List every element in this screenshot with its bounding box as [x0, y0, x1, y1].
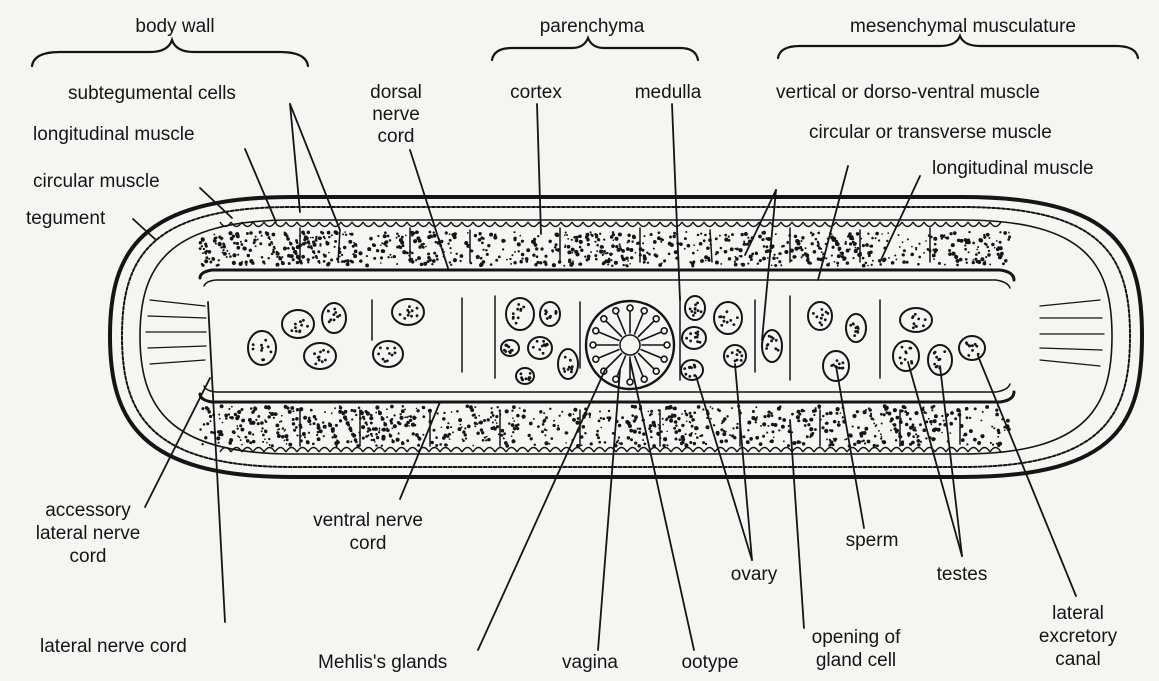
body-wall-bracket: [32, 40, 308, 66]
label-vertical-muscle: vertical or dorso-ventral muscle: [776, 82, 1040, 104]
label-opening-of-gland-cell-1: opening of: [812, 627, 901, 649]
body-outer-outline: [110, 197, 1142, 477]
label-ventral-nerve-cord-1: ventral nerve: [313, 510, 423, 532]
label-mehlis-glands: Mehlis's glands: [318, 652, 447, 674]
label-cortex: cortex: [510, 82, 562, 104]
label-tegument: tegument: [26, 208, 105, 230]
leader-lines: [133, 104, 1076, 650]
ventral-muscle-band: [200, 392, 1014, 402]
ventral-muscle-band-inner: [204, 384, 1010, 392]
label-vagina: vagina: [562, 652, 618, 674]
label-accessory-lateral-nerve-cord-2: lateral nerve: [36, 523, 141, 545]
label-ootype: ootype: [681, 652, 738, 674]
label-circular-muscle: circular muscle: [33, 171, 160, 193]
label-lateral-nerve-cord: lateral nerve cord: [40, 636, 187, 658]
label-parenchyma: parenchyma: [540, 16, 645, 38]
label-dorsal-nerve-cord-1: dorsal: [370, 82, 422, 104]
label-dorsal-nerve-cord-2: nerve: [372, 104, 420, 126]
label-lateral-excretory-canal-1: lateral: [1052, 603, 1104, 625]
label-accessory-lateral-nerve-cord-3: cord: [70, 546, 107, 568]
label-lateral-excretory-canal-3: canal: [1055, 649, 1100, 671]
label-longitudinal-muscle-right: longitudinal muscle: [932, 158, 1094, 180]
label-opening-of-gland-cell-2: gland cell: [816, 650, 896, 672]
dorsal-muscle-band: [200, 270, 1014, 280]
parenchyma-bracket: [492, 38, 698, 60]
label-body-wall: body wall: [135, 16, 214, 38]
mesenchymal-musculature-bracket: [778, 36, 1138, 58]
label-testes: testes: [937, 564, 988, 586]
label-medulla: medulla: [635, 82, 702, 104]
label-mesenchymal-musculature: mesenchymal musculature: [850, 16, 1076, 38]
label-circular-transverse-muscle: circular or transverse muscle: [809, 122, 1052, 144]
label-accessory-lateral-nerve-cord-1: accessory: [45, 500, 131, 522]
label-dorsal-nerve-cord-3: cord: [378, 126, 415, 148]
label-longitudinal-muscle-left: longitudinal muscle: [33, 124, 195, 146]
label-subtegumental-cells: subtegumental cells: [68, 83, 236, 105]
parenchyma-stipple: [199, 230, 1011, 448]
label-ventral-nerve-cord-2: cord: [350, 533, 387, 555]
label-ovary: ovary: [731, 564, 777, 586]
dorsal-muscle-band-inner: [204, 280, 1010, 288]
ootype-rays: [590, 305, 670, 385]
label-sperm: sperm: [846, 530, 899, 552]
label-lateral-excretory-canal-2: excretory: [1039, 626, 1117, 648]
